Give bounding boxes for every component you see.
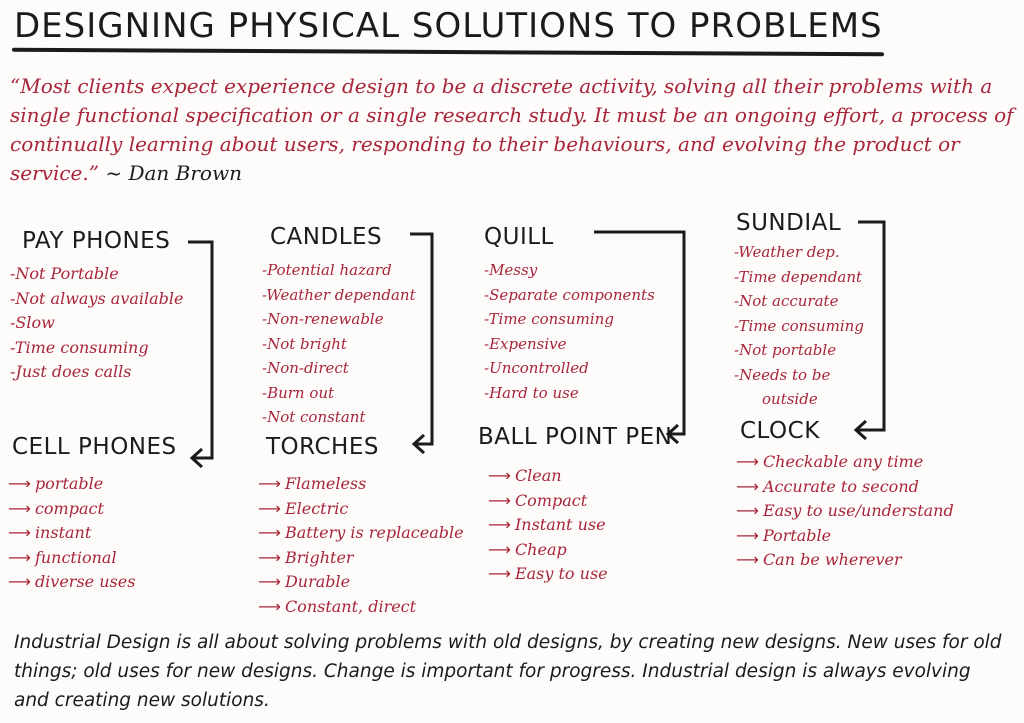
issue-item: -Not accurate <box>734 292 839 310</box>
footer-summary: Industrial Design is all about solving p… <box>14 632 1002 711</box>
problem-heading-1: PAY PHONES <box>22 228 171 254</box>
benefit-item: ⟶functional <box>8 546 135 571</box>
quote-block: “Most clients expect experience design t… <box>10 72 1015 188</box>
connector-arrow-icon-4 <box>853 220 886 441</box>
issue-item: -Not constant <box>262 408 366 426</box>
benefit-item: ⟶compact <box>8 497 135 522</box>
solution-heading-2: TORCHES <box>266 434 379 460</box>
solution-heading-4: CLOCK <box>740 418 820 444</box>
right-arrow-icon: ⟶ <box>258 547 281 567</box>
benefits-list-3: ⟶Clean ⟶Compact ⟶Instant use ⟶Cheap ⟶Eas… <box>488 464 608 587</box>
issue-item: -Burn out <box>262 383 335 402</box>
right-arrow-icon: ⟶ <box>736 525 759 545</box>
title-underline <box>11 47 885 57</box>
benefit-item: ⟶Flameless <box>258 472 464 497</box>
issues-list-4: -Weather dep. -Time dependant -Not accur… <box>734 240 864 412</box>
issue-item: -Uncontrolled <box>484 359 589 377</box>
benefit-item: ⟶diverse uses <box>8 570 135 595</box>
right-arrow-icon: ⟶ <box>488 490 511 510</box>
issue-item: -Weather dependant <box>262 285 416 304</box>
benefit-item: ⟶Compact <box>488 489 608 514</box>
issue-item: -Time consuming <box>484 310 614 328</box>
right-arrow-icon: ⟶ <box>258 498 281 518</box>
benefits-list-4: ⟶Checkable any time ⟶Accurate to second … <box>736 450 954 573</box>
issues-list-1: -Not Portable -Not always available -Slo… <box>10 262 184 385</box>
right-arrow-icon: ⟶ <box>736 452 759 471</box>
benefits-list-2: ⟶Flameless ⟶Electric ⟶Battery is replace… <box>258 472 464 619</box>
issue-item: -Time dependant <box>734 267 863 286</box>
connector-arrow-icon-2 <box>410 232 434 455</box>
issue-item: -Just does calls <box>10 362 132 381</box>
issue-item: -Needs to be <box>734 365 831 384</box>
right-arrow-icon: ⟶ <box>258 523 281 542</box>
benefit-item: ⟶Easy to use/understand <box>736 499 954 524</box>
quote-text: “Most clients expect experience design t… <box>10 74 1014 185</box>
issue-item: -Potential hazard <box>262 261 392 279</box>
page-title: DESIGNING PHYSICAL SOLUTIONS TO PROBLEMS <box>14 6 883 46</box>
issue-item: -Separate components <box>484 285 655 304</box>
issues-list-3: -Messy -Separate components -Time consum… <box>484 258 655 405</box>
issue-item: -Not Portable <box>10 264 119 283</box>
right-arrow-icon: ⟶ <box>736 476 759 496</box>
solution-heading-3: BALL POINT PEN <box>478 424 673 450</box>
problem-heading-3: QUILL <box>484 224 554 250</box>
right-arrow-icon: ⟶ <box>258 572 281 591</box>
right-arrow-icon: ⟶ <box>258 596 281 616</box>
benefit-item: ⟶Constant, direct <box>258 595 464 620</box>
benefit-item: ⟶Can be wherever <box>736 548 954 573</box>
benefit-item: ⟶instant <box>8 521 135 546</box>
right-arrow-icon: ⟶ <box>8 572 31 591</box>
right-arrow-icon: ⟶ <box>8 498 31 518</box>
right-arrow-icon: ⟶ <box>488 539 511 559</box>
benefit-item: ⟶Instant use <box>488 513 608 538</box>
right-arrow-icon: ⟶ <box>8 523 31 542</box>
issue-item: -Hard to use <box>484 383 579 402</box>
right-arrow-icon: ⟶ <box>736 501 759 520</box>
benefit-item: ⟶Electric <box>258 497 464 522</box>
right-arrow-icon: ⟶ <box>488 515 511 534</box>
benefit-item: ⟶Clean <box>488 464 608 489</box>
issue-item: -Time consuming <box>10 337 149 357</box>
issue-item: -Not portable <box>734 341 837 359</box>
problem-heading-2: CANDLES <box>270 224 383 250</box>
issue-item: -Messy <box>484 261 538 279</box>
issue-item: -Slow <box>10 313 55 332</box>
benefit-item: ⟶Brighter <box>258 546 464 571</box>
benefit-item: ⟶portable <box>8 472 135 497</box>
right-arrow-icon: ⟶ <box>8 547 31 567</box>
benefit-item: ⟶Easy to use <box>488 562 608 587</box>
benefit-item: ⟶Checkable any time <box>736 450 954 475</box>
issue-item: -Non-renewable <box>262 310 384 328</box>
problem-heading-4: SUNDIAL <box>736 210 842 236</box>
connector-arrow-icon-3 <box>594 230 686 445</box>
right-arrow-icon: ⟶ <box>736 550 759 569</box>
benefit-item: ⟶Portable <box>736 524 954 549</box>
issue-item: -Not bright <box>262 334 347 353</box>
issue-item: -Time consuming <box>734 316 864 335</box>
solution-heading-1: CELL PHONES <box>12 434 177 460</box>
benefit-item: ⟶Cheap <box>488 538 608 563</box>
right-arrow-icon: ⟶ <box>488 466 511 485</box>
issue-item: outside <box>762 390 818 408</box>
right-arrow-icon: ⟶ <box>258 474 281 493</box>
issue-item: -Weather dep. <box>734 243 840 261</box>
connector-arrow-icon-1 <box>188 240 214 469</box>
right-arrow-icon: ⟶ <box>8 474 31 493</box>
issues-list-2: -Potential hazard -Weather dependant -No… <box>262 258 416 430</box>
benefit-item: ⟶Battery is replaceable <box>258 521 464 546</box>
issue-item: -Non-direct <box>262 359 349 377</box>
benefit-item: ⟶Durable <box>258 570 464 595</box>
right-arrow-icon: ⟶ <box>488 564 511 583</box>
issue-item: -Not always available <box>10 288 184 308</box>
issue-item: -Expensive <box>484 334 567 353</box>
benefits-list-1: ⟶portable ⟶compact ⟶instant ⟶functional … <box>8 472 135 595</box>
quote-author: ~ Dan Brown <box>105 161 242 185</box>
benefit-item: ⟶Accurate to second <box>736 475 954 500</box>
